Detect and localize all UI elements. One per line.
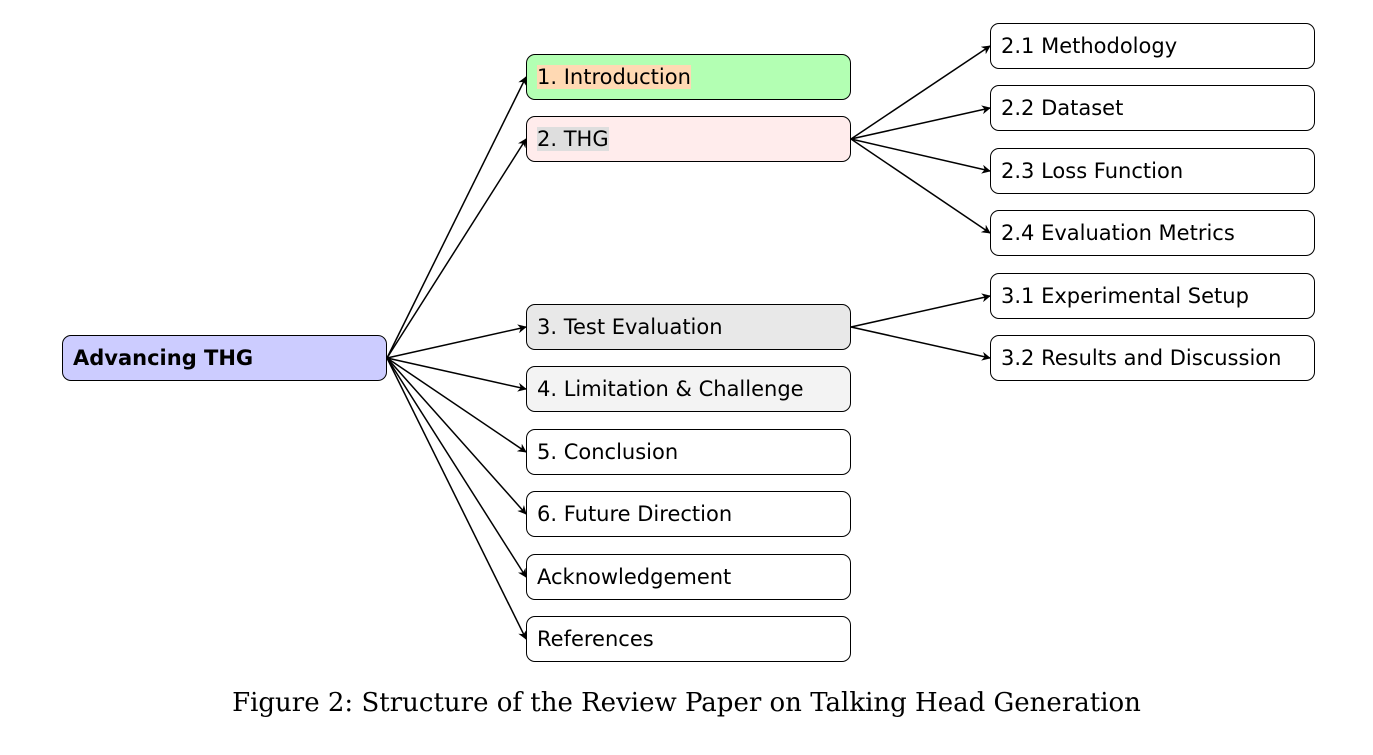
section-test-evaluation: 3. Test Evaluation <box>526 304 851 350</box>
subsection-loss-function: 2.3 Loss Function <box>990 148 1315 194</box>
subsection-label: 3.2 Results and Discussion <box>1001 346 1282 370</box>
subsection-dataset: 2.2 Dataset <box>990 85 1315 131</box>
section-label: References <box>537 627 654 651</box>
section-conclusion: 5. Conclusion <box>526 429 851 475</box>
subsection-evaluation-metrics: 2.4 Evaluation Metrics <box>990 210 1315 256</box>
section-label: 6. Future Direction <box>537 502 733 526</box>
edge-thg-to-subsection-2 <box>850 105 991 140</box>
edge-root-to-section-7 <box>386 357 527 578</box>
subsection-label: 3.1 Experimental Setup <box>1001 284 1249 308</box>
edge-root-to-section-8 <box>386 357 527 640</box>
edge-root-to-section-2 <box>386 138 527 359</box>
edge-root-to-section-3 <box>386 324 527 359</box>
subsection-experimental-setup: 3.1 Experimental Setup <box>990 273 1315 319</box>
root-node: Advancing THG <box>62 335 387 381</box>
section-acknowledgement: Acknowledgement <box>526 554 851 600</box>
section-limitation-challenge: 4. Limitation & Challenge <box>526 366 851 412</box>
section-label: 3. Test Evaluation <box>537 315 723 339</box>
section-label: 5. Conclusion <box>537 440 679 464</box>
section-introduction: 1. Introduction <box>526 54 851 100</box>
subsection-label: 2.3 Loss Function <box>1001 159 1184 183</box>
edge-root-to-section-1 <box>386 76 527 359</box>
edge-thg-to-subsection-4 <box>850 138 991 234</box>
section-label: Acknowledgement <box>537 565 732 589</box>
edge-thg-to-subsection-1 <box>850 45 991 140</box>
edge-root-to-section-4 <box>386 357 527 392</box>
subsection-results-discussion: 3.2 Results and Discussion <box>990 335 1315 381</box>
edge-test-to-subsection-1 <box>850 293 991 328</box>
edge-thg-to-subsection-3 <box>850 138 991 174</box>
section-label: 1. Introduction <box>537 65 691 89</box>
edge-test-to-subsection-2 <box>850 326 991 361</box>
figure-caption: Figure 2: Structure of the Review Paper … <box>232 688 1141 718</box>
section-references: References <box>526 616 851 662</box>
subsection-label: 2.1 Methodology <box>1001 34 1178 58</box>
section-future-direction: 6. Future Direction <box>526 491 851 537</box>
edge-root-to-section-6 <box>386 357 527 515</box>
section-label: 4. Limitation & Challenge <box>537 377 804 401</box>
root-node-label: Advancing THG <box>73 346 254 370</box>
section-label: 2. THG <box>537 127 609 151</box>
subsection-methodology: 2.1 Methodology <box>990 23 1315 69</box>
subsection-label: 2.4 Evaluation Metrics <box>1001 221 1235 245</box>
edge-root-to-section-5 <box>386 357 527 453</box>
subsection-label: 2.2 Dataset <box>1001 96 1124 120</box>
section-thg: 2. THG <box>526 116 851 162</box>
